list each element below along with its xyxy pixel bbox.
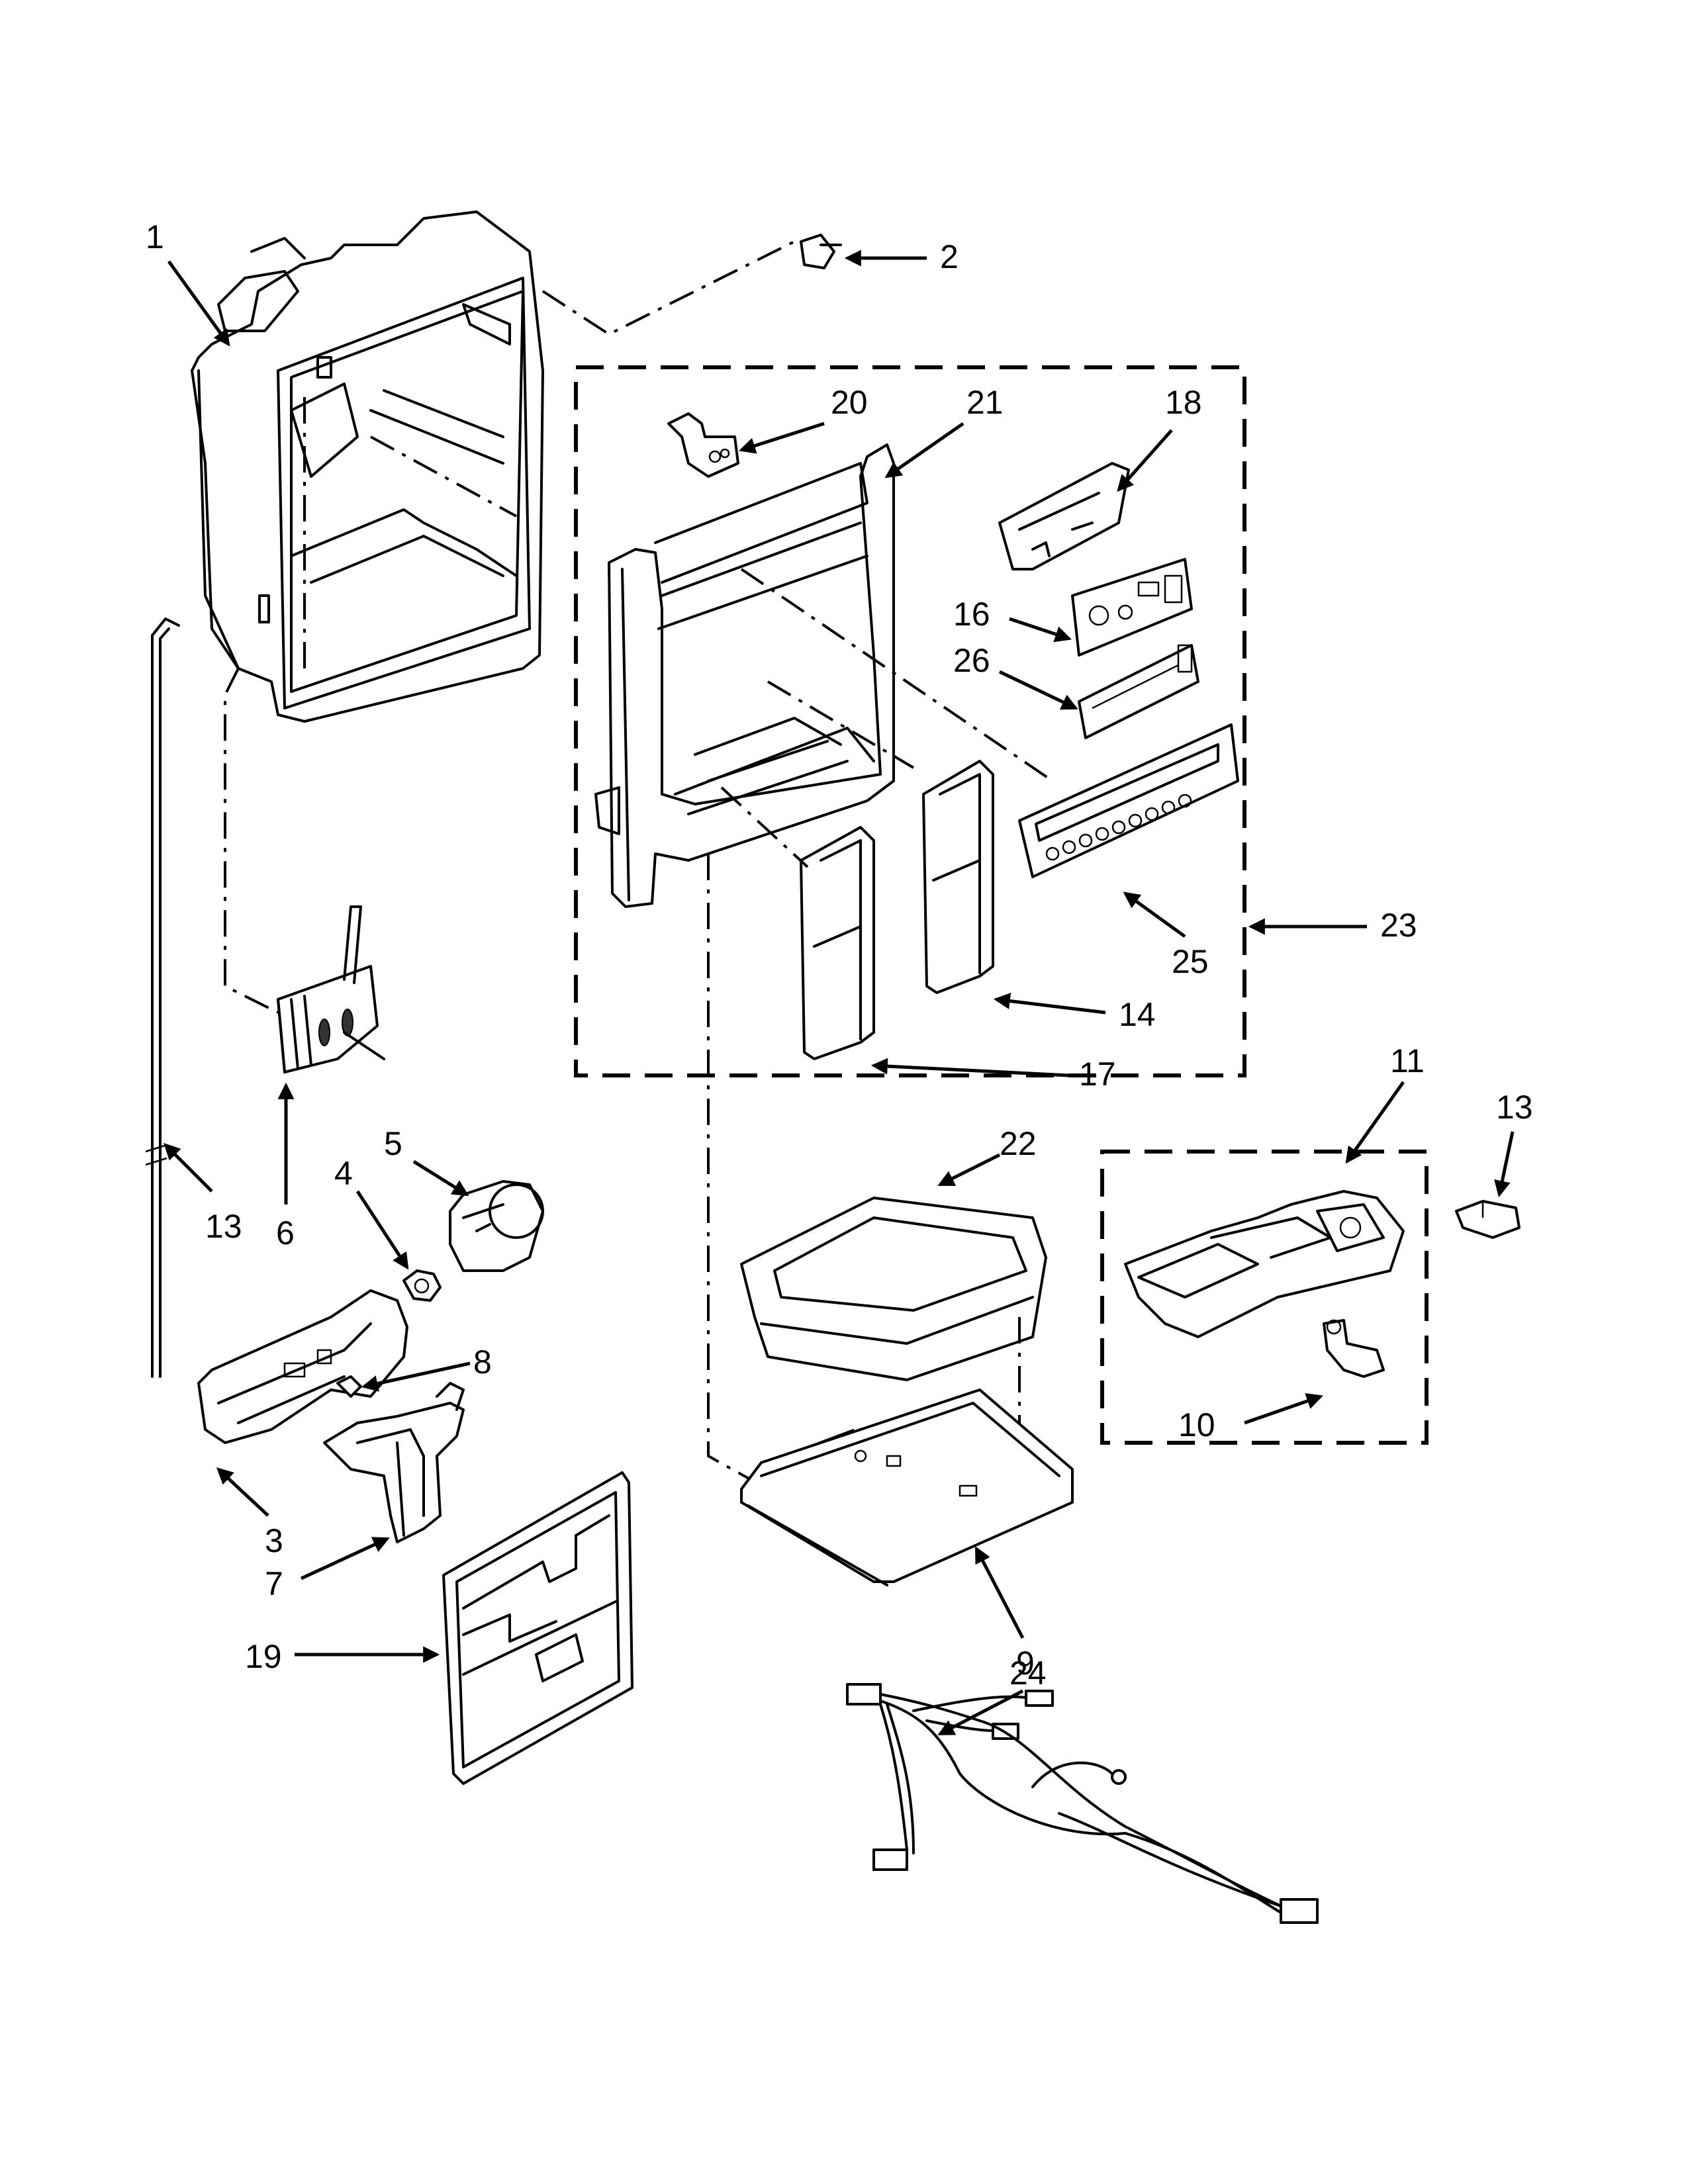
label-part-3: 3 bbox=[265, 1522, 283, 1559]
dispenser-housing bbox=[594, 443, 895, 908]
label-part-17: 17 bbox=[1079, 1056, 1116, 1093]
sensor-part-13-right bbox=[1455, 1200, 1521, 1239]
leader-5 bbox=[412, 1160, 469, 1197]
leader-3 bbox=[216, 1467, 269, 1517]
side-trim-part-17 bbox=[800, 826, 875, 1060]
label-part-13-right: 13 bbox=[1496, 1089, 1533, 1126]
connector-1-6 bbox=[224, 668, 279, 1014]
control-panel-part-25 bbox=[1018, 723, 1239, 878]
label-part-25: 25 bbox=[1172, 943, 1209, 980]
label-part-19: 19 bbox=[245, 1638, 282, 1675]
label-part-21: 21 bbox=[966, 384, 1004, 421]
label-part-22: 22 bbox=[1000, 1125, 1037, 1162]
label-part-1: 1 bbox=[146, 218, 164, 255]
label-part-26: 26 bbox=[953, 642, 990, 679]
leader-17 bbox=[870, 1058, 1070, 1077]
tube-part-13-left bbox=[145, 617, 180, 1378]
connector-21-25 bbox=[740, 568, 1054, 782]
interface-board-part-26 bbox=[1078, 644, 1199, 739]
label-part-11: 11 bbox=[1390, 1042, 1425, 1079]
leader-8 bbox=[361, 1361, 471, 1392]
label-part-13-left: 13 bbox=[205, 1208, 242, 1245]
screw-part-2 bbox=[800, 234, 842, 269]
label-part-6: 6 bbox=[276, 1214, 295, 1251]
connector-21-22 bbox=[707, 854, 769, 1490]
leader-18 bbox=[1117, 429, 1173, 492]
label-part-18: 18 bbox=[1165, 384, 1202, 421]
leader-4 bbox=[355, 1190, 409, 1270]
knob-part-4 bbox=[402, 1269, 442, 1302]
leader-11 bbox=[1345, 1081, 1405, 1164]
label-part-5: 5 bbox=[384, 1125, 402, 1162]
leader-24 bbox=[937, 1689, 1024, 1736]
label-part-23: 23 bbox=[1380, 907, 1417, 944]
bracket-part-18 bbox=[998, 462, 1130, 570]
leader-26 bbox=[998, 670, 1078, 710]
label-part-9: 9 bbox=[1016, 1645, 1035, 1682]
label-part-14: 14 bbox=[1119, 996, 1156, 1033]
dispenser-assembly-box bbox=[574, 365, 1246, 1077]
leader-7 bbox=[300, 1537, 390, 1580]
lever-part-7 bbox=[323, 1382, 465, 1543]
leader-22 bbox=[937, 1153, 1001, 1187]
leader-25 bbox=[1123, 891, 1186, 938]
label-part-7: 7 bbox=[265, 1565, 283, 1602]
ice-container-housing bbox=[191, 210, 544, 723]
switch-part-20 bbox=[667, 412, 739, 478]
label-part-20: 20 bbox=[831, 384, 868, 421]
drip-tray-part-22 bbox=[740, 1197, 1047, 1381]
ice-maker-part-11 bbox=[1124, 1190, 1405, 1338]
side-trim-part-14 bbox=[922, 760, 994, 994]
label-part-4: 4 bbox=[334, 1155, 353, 1192]
valve-part-10 bbox=[1323, 1319, 1385, 1378]
label-part-16: 16 bbox=[953, 596, 990, 633]
leader-10 bbox=[1244, 1393, 1323, 1425]
tray-part-9 bbox=[740, 1388, 1074, 1586]
cover-panel-part-19 bbox=[442, 1471, 633, 1785]
leader-16 bbox=[1009, 617, 1072, 643]
ice-maker-box bbox=[1100, 1150, 1429, 1445]
label-part-24: 24 bbox=[1009, 1655, 1047, 1692]
leader-13-right bbox=[1494, 1131, 1515, 1198]
leader-13-left bbox=[164, 1143, 213, 1193]
motor-part-5 bbox=[449, 1180, 544, 1272]
leader-1 bbox=[167, 260, 230, 347]
connector-1-2 bbox=[541, 240, 795, 336]
leader-14 bbox=[993, 993, 1106, 1015]
leader-21 bbox=[884, 422, 964, 478]
solenoid-part-6 bbox=[277, 905, 385, 1073]
leader-20 bbox=[739, 422, 825, 454]
screw-part-8 bbox=[336, 1375, 362, 1398]
control-board-part-16 bbox=[1071, 558, 1193, 657]
label-part-8: 8 bbox=[473, 1343, 492, 1381]
leader-9 bbox=[974, 1546, 1025, 1639]
bracket-part-3 bbox=[197, 1289, 408, 1444]
label-part-10: 10 bbox=[1178, 1406, 1215, 1443]
connector-21-17 bbox=[720, 786, 809, 868]
wire-harness-part-24 bbox=[846, 1683, 1319, 1924]
label-part-2: 2 bbox=[940, 238, 959, 275]
